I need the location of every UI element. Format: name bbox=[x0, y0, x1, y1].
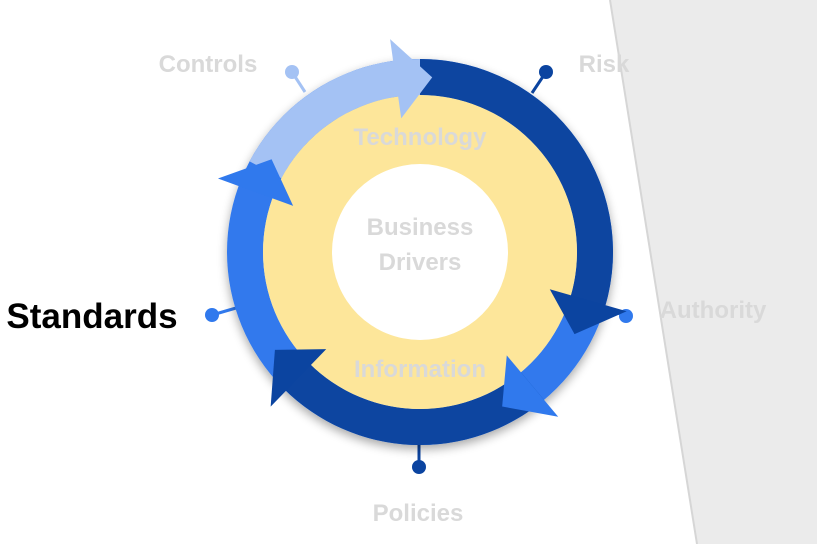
ring-segment-controls bbox=[249, 58, 420, 179]
arrowhead-standards bbox=[217, 159, 294, 206]
label-authority[interactable]: Authority bbox=[660, 297, 767, 324]
label-controls[interactable]: Controls bbox=[159, 51, 258, 78]
connector-risk-dot bbox=[539, 65, 553, 79]
connector-standards-dot bbox=[205, 308, 219, 322]
ring-segment-policies bbox=[283, 363, 545, 445]
arrowhead-controls bbox=[390, 39, 433, 119]
label-standards[interactable]: Standards bbox=[6, 297, 177, 336]
side-panel-edge bbox=[609, 0, 698, 544]
arrowhead-risk bbox=[549, 289, 627, 335]
center-label-line1: Business bbox=[367, 214, 474, 241]
arrowhead-policies bbox=[270, 349, 327, 407]
center-label-line2: Drivers bbox=[379, 249, 462, 276]
side-panel bbox=[610, 0, 817, 544]
label-policies[interactable]: Policies bbox=[373, 500, 464, 527]
arrowhead-authority bbox=[502, 355, 559, 417]
connector-policies-dot bbox=[412, 460, 426, 474]
center-circle bbox=[332, 164, 508, 340]
connector-controls-dot bbox=[285, 65, 299, 79]
label-technology: Technology bbox=[354, 124, 488, 151]
ring-segment-risk bbox=[420, 59, 613, 319]
label-risk[interactable]: Risk bbox=[579, 51, 630, 78]
label-information: Information bbox=[354, 356, 486, 383]
